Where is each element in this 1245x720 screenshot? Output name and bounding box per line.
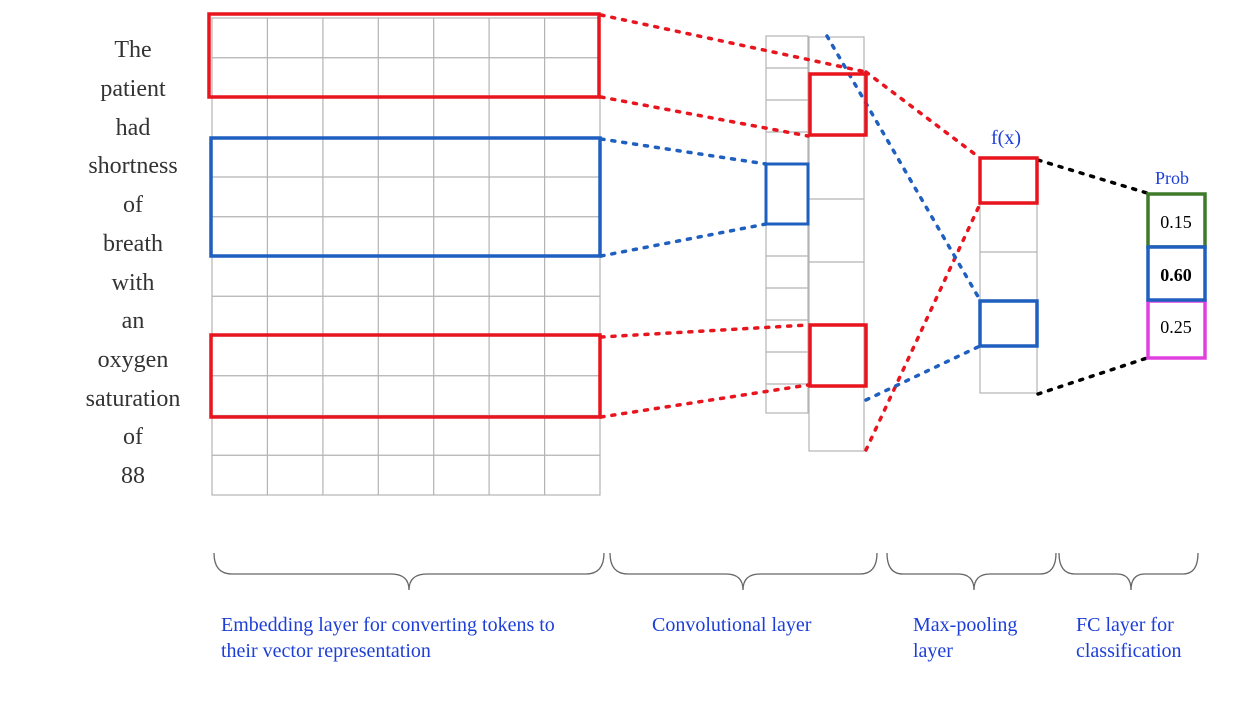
caption-embedding-line1: Embedding layer for converting tokens to: [221, 614, 555, 636]
conv-cell-red-bottom: [808, 323, 868, 388]
token: of: [123, 424, 143, 450]
connector-blue: [599, 137, 768, 166]
connector-blue: [825, 34, 982, 302]
layer-captions: Embedding layer for converting tokens to…: [221, 614, 1182, 662]
caption-fc-line1: FC layer for: [1076, 614, 1174, 636]
embedding-filter-blue: [209, 136, 602, 258]
token: saturation: [86, 386, 181, 412]
maxpool-column: [979, 156, 1038, 394]
caption-convolutional: Convolutional layer: [652, 614, 812, 636]
prob-value: 0.15: [1160, 212, 1192, 232]
connector-black: [1036, 356, 1149, 396]
prob-value: 0.60: [1160, 265, 1192, 285]
maxpool-cell-red: [978, 156, 1039, 205]
prob-value: 0.25: [1160, 317, 1192, 337]
brace-embedding: [213, 552, 605, 591]
connector-red: [599, 383, 810, 419]
maxpool-cell-blue: [978, 299, 1039, 348]
token: shortness: [88, 153, 177, 179]
connector-red: [599, 13, 868, 74]
conv-cell-red-top: [808, 72, 868, 137]
embedding-filter-red-bottom: [209, 333, 602, 419]
caption-maxpool-line2: layer: [913, 640, 953, 662]
token: had: [116, 115, 151, 141]
caption-embedding-line2: their vector representation: [221, 640, 431, 662]
connector-black: [1036, 158, 1149, 195]
token: breath: [103, 231, 163, 257]
prob-label: Prob: [1155, 168, 1189, 188]
probability-outputs: 0.15 0.25 0.60: [1146, 192, 1207, 360]
brace-convolutional: [609, 552, 878, 591]
feature-map-red: [808, 36, 865, 452]
braces: [213, 552, 1199, 591]
token: an: [122, 308, 145, 334]
connector-red: [599, 323, 810, 339]
embedding-filter-red-top: [207, 12, 601, 99]
prob-box-3: [1146, 299, 1207, 360]
connector-red: [864, 70, 982, 160]
conv-cell-blue: [764, 162, 810, 226]
token: 88: [121, 463, 145, 489]
connector-blue: [599, 222, 768, 258]
connector-red: [864, 202, 982, 452]
activation-label: f(x): [991, 127, 1021, 149]
token: with: [112, 270, 155, 296]
caption-maxpool-line1: Max-pooling: [913, 614, 1017, 636]
prob-box-2: [1146, 245, 1207, 302]
connector-red: [599, 95, 810, 138]
token: The: [114, 37, 151, 63]
sentence-tokens: The patient had shortness of breath with…: [86, 37, 181, 489]
brace-fc: [1058, 552, 1199, 591]
brace-maxpool: [886, 552, 1057, 591]
connector-blue: [864, 344, 982, 402]
caption-fc-line2: classification: [1076, 640, 1182, 662]
token: of: [123, 192, 143, 218]
token: patient: [100, 76, 166, 102]
connectors: [599, 13, 1149, 452]
token: oxygen: [98, 347, 169, 373]
